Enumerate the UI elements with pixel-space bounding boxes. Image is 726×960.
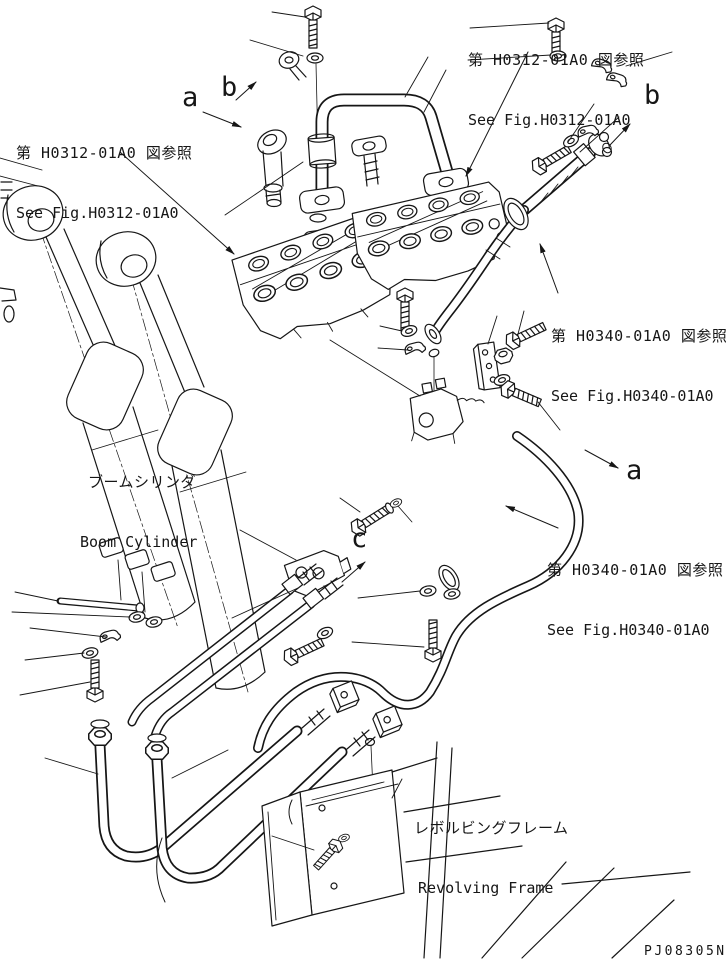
edge-fragments	[0, 157, 43, 323]
top-washer	[306, 52, 324, 64]
flange-fitting	[351, 135, 387, 187]
solenoid-valve	[409, 377, 485, 444]
callout-arrows	[119, 51, 631, 583]
bolt	[424, 619, 442, 663]
elbow-fitting	[257, 129, 287, 208]
j-hose-left	[88, 708, 331, 863]
callout-jp-text: レボルビングフレーム	[414, 819, 569, 837]
hose-clamp-block	[329, 680, 360, 714]
mounting-bracket	[472, 341, 501, 391]
callout-en-text: See Fig.H0312-01A0	[16, 204, 179, 222]
callout-revolving-frame: レボルビングフレーム Revolving Frame	[414, 778, 569, 938]
callout-fig-h0340-upper: 第 H0340-01A0 図参照 See Fig.H0340-01A0	[551, 286, 726, 446]
clamp	[403, 340, 427, 357]
banjo-fitting	[278, 51, 307, 81]
bolt	[280, 634, 327, 668]
hydraulic-tube-upper	[424, 131, 613, 345]
callout-fig-h0340-lower: 第 H0340-01A0 図参照 See Fig.H0340-01A0	[547, 520, 723, 680]
boom-cylinder-left	[2, 185, 196, 629]
callout-en-text: Revolving Frame	[418, 879, 554, 897]
callout-jp-text: 第 H0340-01A0 図参照	[551, 327, 726, 345]
callout-jp-text: 第 H0312-01A0 図参照	[16, 144, 193, 162]
callout-jp-text: ブームシリンダ	[88, 473, 197, 491]
callout-jp-text: 第 H0340-01A0 図参照	[547, 561, 724, 579]
view-letter-c: c	[351, 523, 368, 554]
callout-en-text: Boom Cylinder	[80, 533, 198, 551]
bolt	[396, 287, 414, 331]
hose-clamp-block	[372, 705, 403, 739]
grommet-ring	[503, 197, 529, 231]
cylinder-pipe-manifold	[56, 537, 176, 630]
callout-en-text: See Fig.H0340-01A0	[547, 621, 710, 639]
boom-cylinder-right	[95, 231, 266, 693]
view-letter-b-right: b	[644, 80, 661, 111]
bolt	[502, 318, 549, 352]
u-tube	[298, 93, 471, 215]
view-letter-a-top: a	[182, 82, 199, 113]
washer	[442, 587, 462, 601]
hose-pair-middle	[127, 563, 344, 741]
bolt	[497, 378, 544, 411]
callout-en-text: See Fig.H0340-01A0	[551, 387, 714, 405]
top-bolt	[304, 5, 322, 49]
hose-loop	[253, 431, 584, 753]
plug	[428, 348, 440, 358]
leader-lines	[11, 11, 673, 851]
callout-jp-text: 第 H0312-01A0 図参照	[468, 51, 645, 69]
leader-line	[397, 505, 413, 523]
view-letter-b-top: b	[221, 72, 238, 103]
callout-boom-cylinder: ブームシリンダ Boom Cylinder	[80, 432, 197, 592]
washer	[315, 624, 335, 642]
view-letter-a-right: a	[626, 455, 643, 486]
revolving-frame	[156, 741, 691, 959]
control-valve-right	[351, 181, 509, 290]
drawing-number: PJ08305N	[644, 944, 726, 959]
callout-fig-h0312-left: 第 H0312-01A0 図参照 See Fig.H0312-01A0	[16, 103, 192, 263]
bolt	[86, 659, 104, 703]
washer	[418, 584, 438, 598]
callout-en-text: See Fig.H0312-01A0	[468, 111, 631, 129]
callout-fig-h0312-top: 第 H0312-01A0 図参照 See Fig.H0312-01A0	[468, 10, 644, 170]
j-hose-right	[145, 729, 376, 884]
